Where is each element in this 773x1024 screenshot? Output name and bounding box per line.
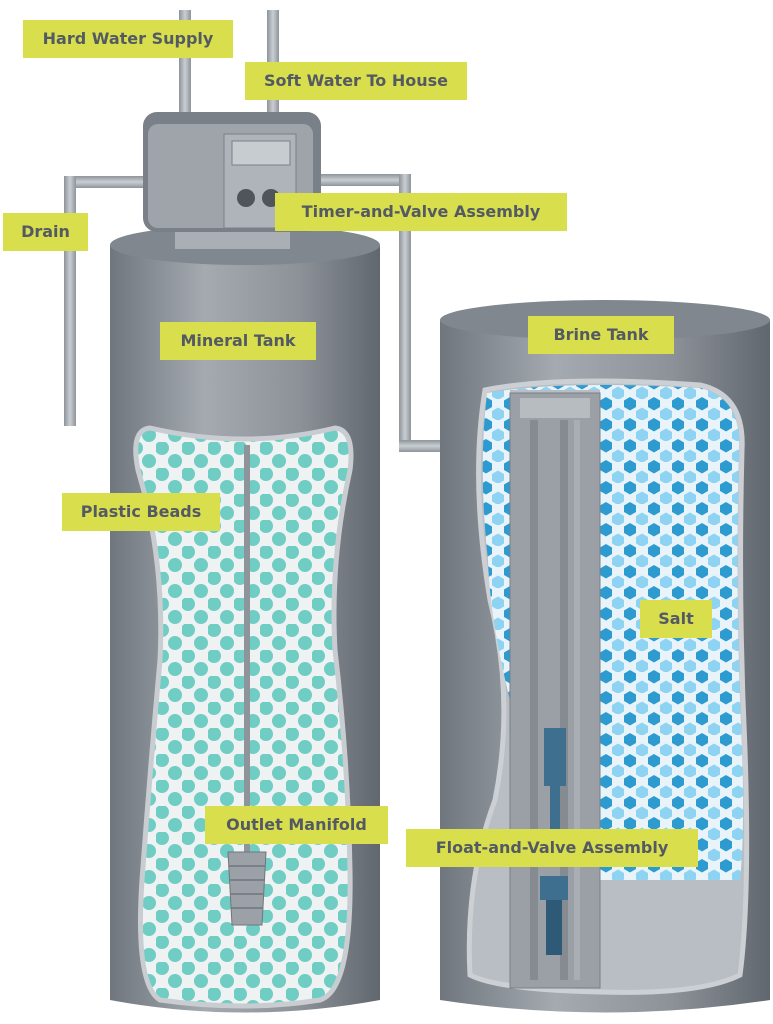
label-salt: Salt: [640, 600, 712, 638]
float: [544, 728, 566, 786]
label-timer-valve-assembly: Timer-and-Valve Assembly: [275, 193, 567, 231]
label-outlet-manifold: Outlet Manifold: [205, 806, 388, 844]
timer-valve-head: [143, 112, 321, 249]
manifold-rod: [244, 445, 250, 855]
timer-display: [231, 140, 291, 166]
salt-area: [482, 384, 744, 880]
plastic-beads-area: [133, 425, 354, 1009]
label-brine-tank: Brine Tank: [528, 316, 674, 354]
label-drain: Drain: [3, 213, 88, 251]
label-soft-water-to-house: Soft Water To House: [245, 62, 467, 100]
brine-tank: [440, 300, 770, 1013]
valve-button: [237, 189, 255, 207]
label-hard-water-supply: Hard Water Supply: [23, 20, 233, 58]
outlet-manifold: [227, 851, 267, 926]
label-plastic-beads: Plastic Beads: [62, 493, 220, 531]
label-mineral-tank: Mineral Tank: [160, 322, 316, 360]
label-float-valve-assembly: Float-and-Valve Assembly: [406, 829, 698, 867]
valve: [540, 876, 568, 900]
